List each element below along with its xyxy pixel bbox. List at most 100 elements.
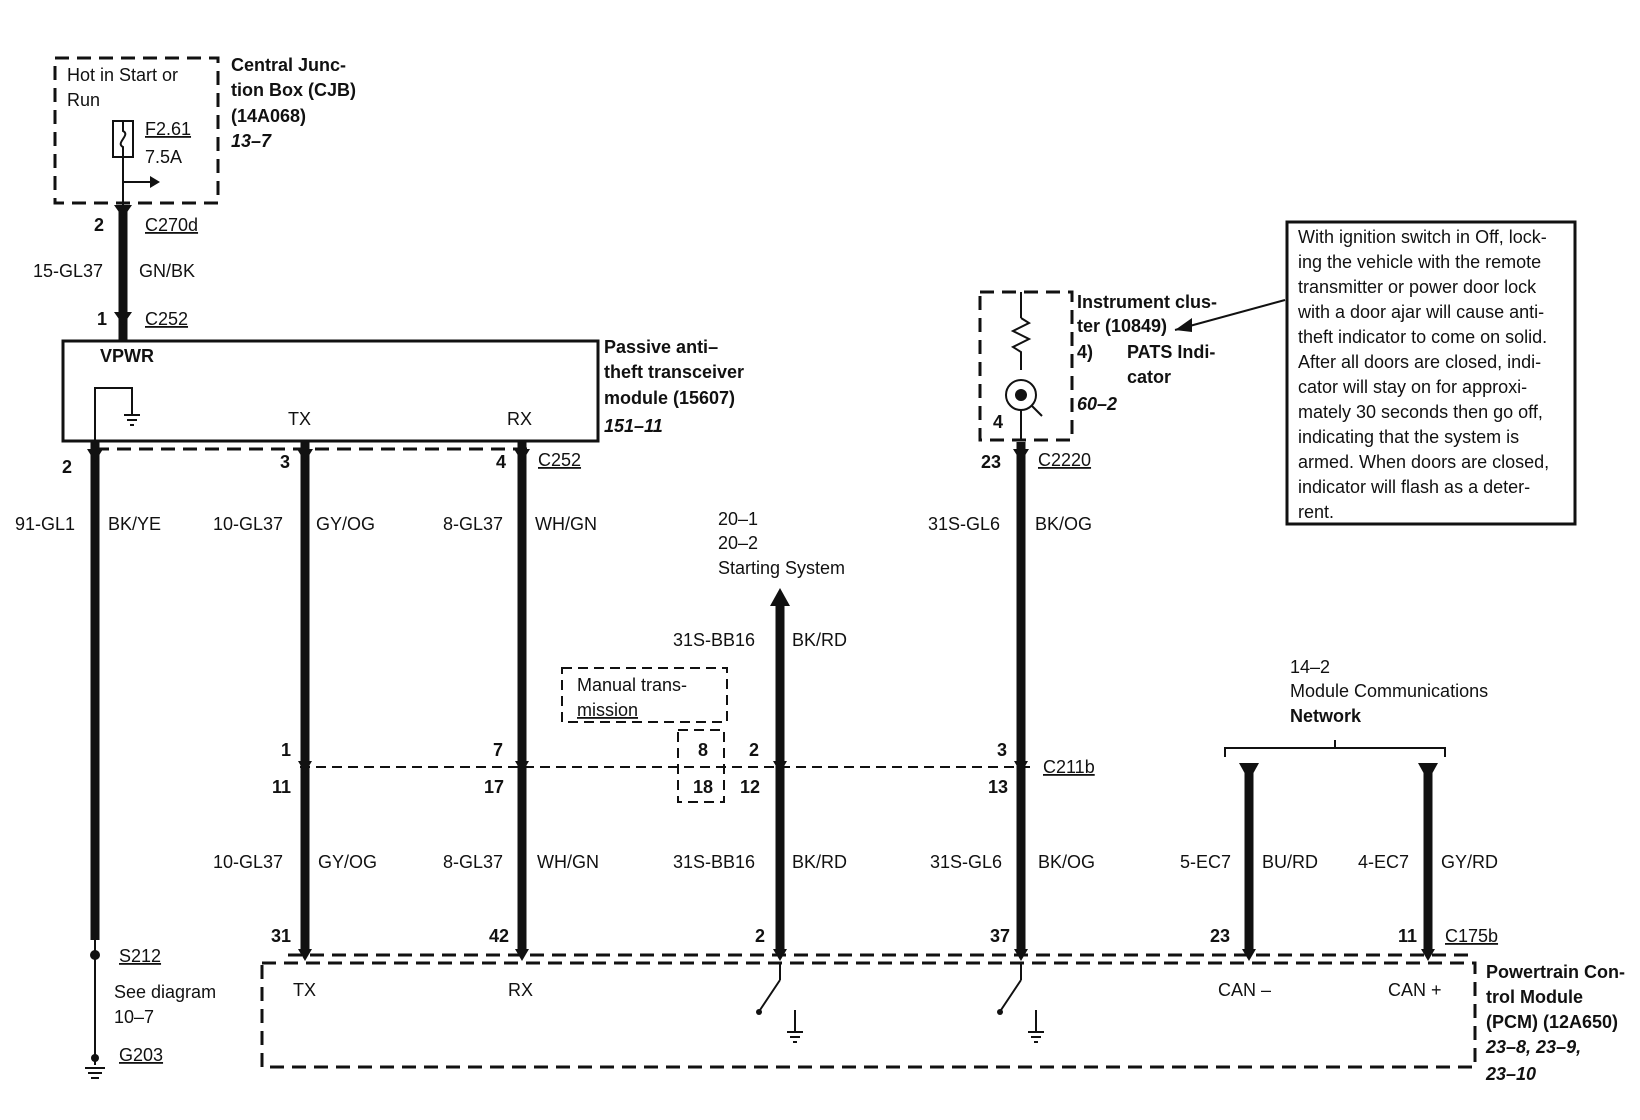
- ground-wire: [85, 442, 105, 1079]
- pcm-pin-tx: 31: [271, 926, 291, 946]
- pats-vpwr-label: VPWR: [100, 346, 154, 366]
- start-lower-color: BK/RD: [792, 852, 847, 872]
- cjb-hot-label-1: Hot in Start or: [67, 65, 178, 85]
- pats-indicator-wire: [1013, 442, 1029, 950]
- can-high-color: GY/RD: [1441, 852, 1498, 872]
- instrument-pin-note: 4): [1077, 342, 1093, 362]
- pcm-pin-ind: 37: [990, 926, 1010, 946]
- ind-lower-color: BK/OG: [1038, 852, 1095, 872]
- pcm-name-2: trol Module: [1486, 987, 1583, 1007]
- cjb-name-2: tion Box (CJB): [231, 80, 356, 100]
- resistor-icon: [1010, 317, 1032, 370]
- pats-connector: C252: [538, 450, 581, 470]
- instrument-connector: C2220: [1038, 450, 1091, 470]
- tx-wire-color: GY/OG: [316, 514, 375, 534]
- pcm-pin-start: 2: [755, 926, 765, 946]
- starting-wire-circuit: 31S-BB16: [673, 630, 755, 650]
- cjb-connector-top: C270d: [145, 215, 198, 235]
- note-text: With ignition switch in Off, lock-ing th…: [1297, 227, 1549, 522]
- tx-wire: [297, 442, 313, 950]
- cjb-page-ref: 13–7: [231, 131, 272, 151]
- c211b-pin-ind-bottom: 13: [988, 777, 1008, 797]
- instrument-pin-outside: 23: [981, 452, 1001, 472]
- note-line: theft indicator to come on solid.: [1298, 327, 1547, 347]
- fuse-icon: [112, 120, 160, 206]
- note-line: transmitter or power door lock: [1298, 277, 1537, 297]
- c211b-pin-manual-bottom: 18: [693, 777, 713, 797]
- cjb-hot-label-2: Run: [67, 90, 100, 110]
- pcm-tx-label: TX: [293, 980, 316, 1000]
- note-line: with a door ajar will cause anti-: [1297, 302, 1544, 322]
- fuse-rating: 7.5A: [145, 147, 182, 167]
- note-box: With ignition switch in Off, lock-ing th…: [1285, 220, 1577, 526]
- rx-wire: [514, 442, 530, 950]
- pats-module: VPWR TX RX Passive anti– theft transceiv…: [61, 337, 744, 443]
- pats-name-1: Passive anti–: [604, 337, 718, 357]
- pcm-can-low-label: CAN –: [1218, 980, 1271, 1000]
- note-pointer-arrow-icon: [1175, 318, 1192, 332]
- pcm-rx-label: RX: [508, 980, 533, 1000]
- pats-page-ref: 151–11: [604, 416, 663, 436]
- indicator-wire-circuit: 31S-GL6: [928, 514, 1000, 534]
- network-label-2: Network: [1290, 706, 1362, 726]
- pcm-connector: C175b: [1445, 926, 1498, 946]
- c211b-pin-tx-bottom: 11: [272, 777, 291, 797]
- pcm-name-1: Powertrain Con-: [1486, 962, 1625, 982]
- ground-label: G203: [119, 1045, 163, 1065]
- pats-pin-tx: 3: [280, 452, 290, 472]
- tx-lower-color: GY/OG: [318, 852, 377, 872]
- start-lower-circuit: 31S-BB16: [673, 852, 755, 872]
- note-line: indicating that the system is: [1298, 427, 1519, 447]
- pats-name-2: theft transceiver: [604, 362, 744, 382]
- pcm-pin-can-high: 11: [1398, 926, 1417, 946]
- network-label-1: Module Communications: [1290, 681, 1488, 701]
- c211b-connector: 1 7 8 2 3 11 17 18 12 13 C211b: [272, 729, 1095, 803]
- rx-wire-color: WH/GN: [535, 514, 597, 534]
- ind-lower-circuit: 31S-GL6: [930, 852, 1002, 872]
- starting-label: Starting System: [718, 558, 845, 578]
- note-line: cator will stay on for approxi-: [1298, 377, 1527, 397]
- rx-lower-color: WH/GN: [537, 852, 599, 872]
- see-diagram-label: See diagram: [114, 982, 216, 1002]
- note-pointer-line: [1174, 299, 1286, 331]
- pcm-pin-rx: 42: [489, 926, 509, 946]
- can-low-circuit: 5-EC7: [1180, 852, 1231, 872]
- c211b-pin-manual-top: 8: [698, 740, 708, 760]
- can-network: 14–2 Module Communications Network 5-EC7…: [1180, 657, 1498, 950]
- pcm-name-3: (PCM) (12A650): [1486, 1012, 1618, 1032]
- indicator-wire-color: BK/OG: [1035, 514, 1092, 534]
- note-line: ing the vehicle with the remote: [1298, 252, 1541, 272]
- note-line: indicator will flash as a deter-: [1298, 477, 1530, 497]
- c211b-pin-rx-top: 7: [493, 740, 503, 760]
- manual-transmission-box: Manual trans- mission: [561, 667, 728, 723]
- starting-ref-2: 20–2: [718, 533, 758, 553]
- indicator-switch-icon: [997, 963, 1044, 1043]
- tx-lower-circuit: 10-GL37: [213, 852, 283, 872]
- cjb-connector-bottom: C252: [145, 309, 188, 329]
- starting-wire-color: BK/RD: [792, 630, 847, 650]
- pats-pin-rx: 4: [496, 452, 506, 472]
- fuse-id: F2.61: [145, 119, 191, 139]
- starting-ref-1: 20–1: [718, 509, 758, 529]
- rx-wire-circuit: 8-GL37: [443, 514, 503, 534]
- manual-trans-line-2: mission: [577, 700, 638, 720]
- internal-ground-icon: [94, 387, 140, 441]
- pats-tx-label: TX: [288, 409, 311, 429]
- rx-lower-circuit: 8-GL37: [443, 852, 503, 872]
- pcm-can-high-label: CAN +: [1388, 980, 1442, 1000]
- note-line: armed. When doors are closed,: [1298, 452, 1549, 472]
- note-line: mately 30 seconds then go off,: [1298, 402, 1543, 422]
- pats-indicator-label-1: PATS Indi-: [1127, 342, 1215, 362]
- instrument-pin-inside: 4: [993, 412, 1003, 432]
- pats-rx-label: RX: [507, 409, 532, 429]
- pats-name-3: module (15607): [604, 388, 735, 408]
- ground-wire-color: BK/YE: [108, 514, 161, 534]
- instrument-cluster: 4 Instrument clus- ter (10849) 4) PATS I…: [978, 290, 1217, 442]
- instrument-name-1: Instrument clus-: [1077, 292, 1217, 312]
- splice-label: S212: [119, 946, 161, 966]
- c211b-pin-tx-top: 1: [281, 740, 291, 760]
- cjb-wire-color: GN/BK: [139, 261, 195, 281]
- c211b-pin-rx-bottom: 17: [484, 777, 504, 797]
- c211b-connector-label: C211b: [1043, 757, 1095, 777]
